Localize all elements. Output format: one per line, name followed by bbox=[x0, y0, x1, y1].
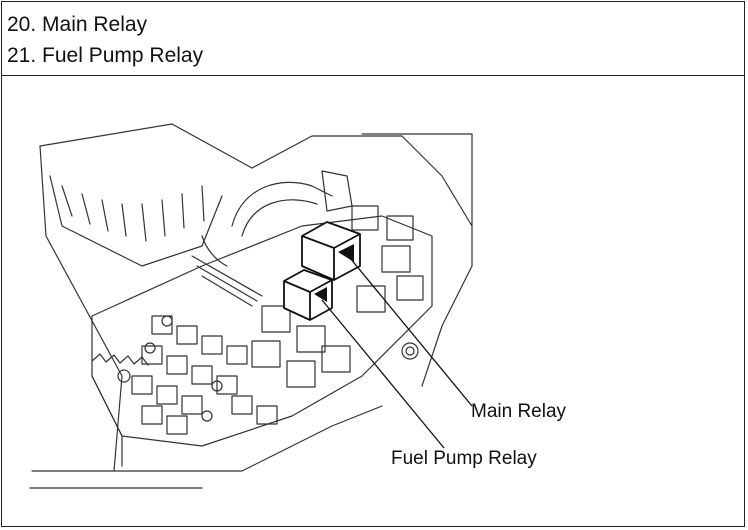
legend-item-main-relay: 20. Main Relay bbox=[7, 13, 148, 36]
leader-line-main-relay bbox=[349, 257, 473, 407]
harness-connector bbox=[321, 170, 353, 212]
fuse-box-diagram: Main Relay Fuel Pump Relay bbox=[2, 76, 744, 526]
fuel-pump-relay-label: Fuel Pump Relay bbox=[391, 448, 537, 469]
cover-body bbox=[49, 175, 223, 267]
bolt-1 bbox=[117, 369, 131, 383]
bolt-5 bbox=[401, 342, 419, 360]
main-relay-marker bbox=[338, 244, 354, 262]
harness-wraps bbox=[191, 255, 263, 307]
wire-harness-3 bbox=[201, 235, 228, 267]
wire-harness-1 bbox=[231, 181, 333, 227]
bay-panel bbox=[361, 133, 473, 227]
main-relay bbox=[301, 221, 361, 281]
legend-header: 20. Main Relay 21. Fuel Pump Relay bbox=[2, 2, 744, 76]
main-relay-label: Main Relay bbox=[471, 401, 567, 422]
fuse-box-illustration bbox=[29, 123, 473, 489]
bolt-4 bbox=[201, 410, 213, 422]
bay-floor bbox=[31, 405, 383, 472]
bay-edge-right bbox=[421, 265, 473, 387]
fuse-box-front-edge bbox=[91, 375, 123, 467]
fuel-pump-relay-marker bbox=[314, 287, 327, 302]
bolt-3 bbox=[211, 380, 223, 392]
fuel-pump-relay bbox=[283, 269, 333, 321]
bay-outline-left bbox=[39, 145, 123, 472]
wire-harness-2 bbox=[241, 199, 318, 237]
serrated-edge bbox=[91, 353, 149, 366]
bay-outline-top bbox=[39, 123, 253, 169]
bolt-6 bbox=[161, 315, 173, 327]
cover-ribs bbox=[61, 185, 205, 242]
bolt-2 bbox=[144, 342, 156, 354]
bay-outline-right bbox=[251, 135, 473, 267]
leader-line-fuel-pump-relay bbox=[321, 299, 445, 449]
fuse-cells bbox=[131, 205, 424, 435]
legend-item-fuel-pump-relay: 21. Fuel Pump Relay bbox=[7, 44, 204, 67]
